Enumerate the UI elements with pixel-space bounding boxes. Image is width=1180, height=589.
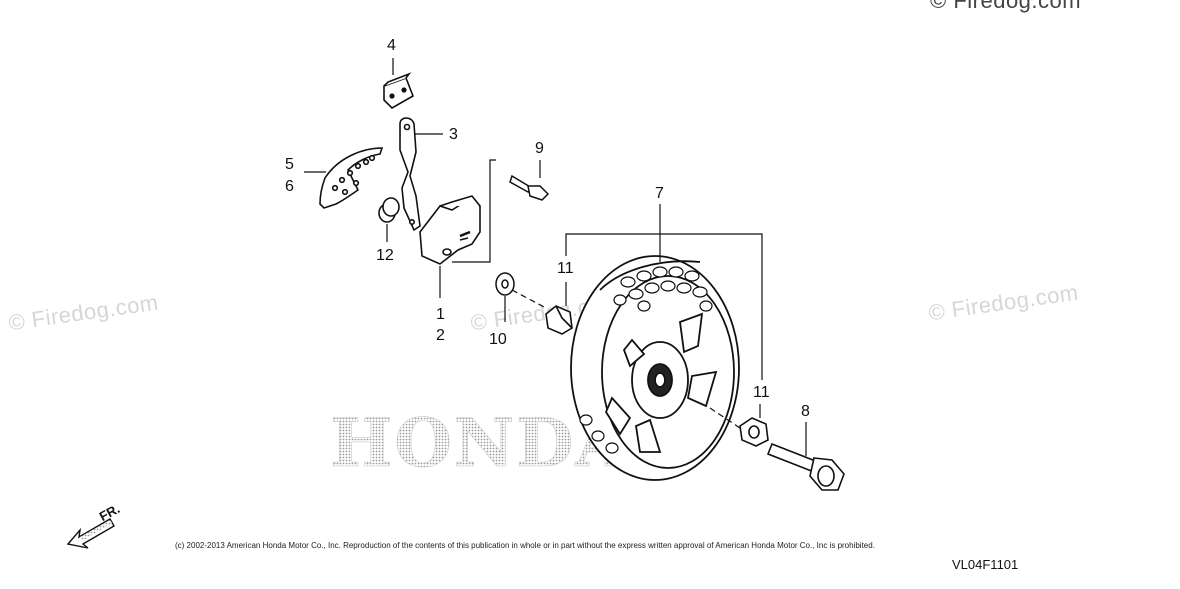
front-direction-arrow xyxy=(66,518,115,549)
part-8-bolt xyxy=(766,442,845,491)
callout-11: 11 xyxy=(557,260,574,277)
part-11-nut-right xyxy=(739,417,769,447)
part-7-wheel xyxy=(570,255,740,481)
callout-11: 11 xyxy=(753,384,770,401)
part-1-2-bracket xyxy=(419,195,481,265)
callout-1: 1 xyxy=(436,306,445,323)
part-3-link xyxy=(399,117,421,232)
part-4-cap xyxy=(383,72,414,109)
part-5-6-quadrant xyxy=(319,147,384,209)
part-9-bolt xyxy=(509,174,550,201)
callout-5: 5 xyxy=(285,156,294,173)
callout-4: 4 xyxy=(387,37,396,54)
callout-2: 2 xyxy=(436,327,445,344)
part-11-nut-left xyxy=(545,305,573,335)
watermark: © Firedog.com xyxy=(930,0,1082,13)
diagram-code: VL04F1101 xyxy=(952,557,1019,572)
leader-lines xyxy=(304,58,807,456)
copyright-notice: (c) 2002-2013 American Honda Motor Co., … xyxy=(175,541,875,550)
callout-6: 6 xyxy=(285,178,294,195)
callout-8: 8 xyxy=(801,403,810,420)
callout-12: 12 xyxy=(376,247,394,264)
callout-10: 10 xyxy=(489,331,507,348)
brand-logo-text: HONDA xyxy=(330,404,629,482)
part-12-collar xyxy=(378,197,400,223)
callout-7: 7 xyxy=(655,185,664,202)
part-10-washer xyxy=(495,272,515,296)
callout-9: 9 xyxy=(535,140,544,157)
callout-3: 3 xyxy=(449,126,458,143)
